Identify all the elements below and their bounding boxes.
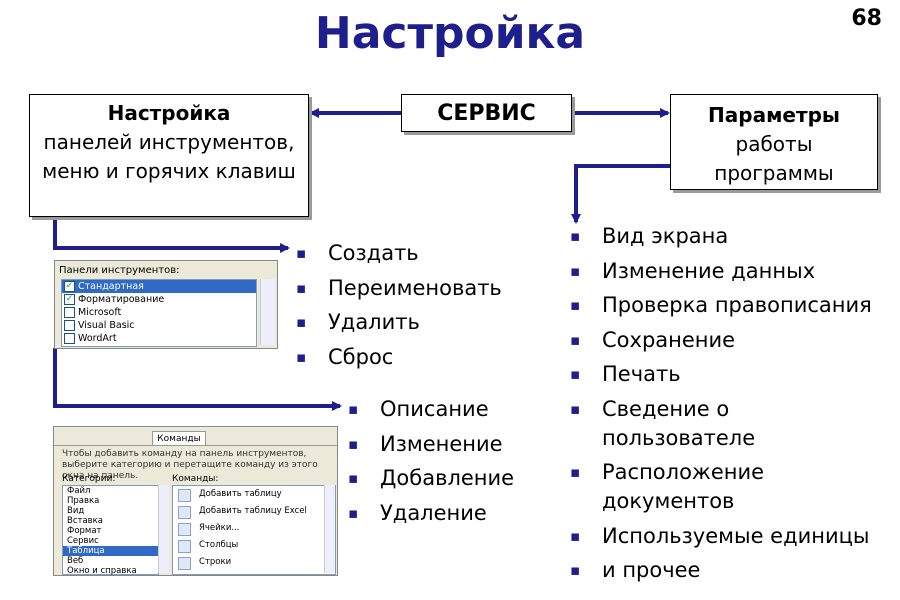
left-box-line1: Настройка (107, 101, 231, 125)
checkbox-checked-icon: ✓ (64, 281, 75, 292)
list-item: Строки (173, 554, 335, 571)
list-item: Формат (67, 526, 102, 536)
list-item: Добавить таблицу Excel (173, 503, 335, 520)
list-item: Вид (67, 506, 85, 516)
commands-label: Команды: (172, 474, 219, 484)
list-item: Изменение данных (568, 257, 888, 286)
checkbox-icon (64, 307, 75, 318)
list-item: Ячейки... (173, 520, 335, 537)
commands-description: Чтобы добавить команду на панель инструм… (62, 449, 318, 481)
list-item: и прочее (568, 556, 888, 585)
table-icon (178, 506, 191, 519)
toolbars-listbox: ✓Стандартная ✓Форматирование Microsoft V… (61, 279, 257, 347)
table-icon (178, 523, 191, 536)
list-item: Правка (67, 496, 100, 506)
right-box-line3: программы (714, 161, 834, 185)
right-box-line1: Параметры (708, 103, 840, 127)
table-icon (178, 489, 191, 502)
list-item: Проверка правописания (568, 291, 888, 320)
list-item: Visual Basic (62, 319, 256, 332)
list-item: WordArt (62, 332, 256, 345)
list-item: Сброс (294, 340, 502, 375)
toolbar-actions-list: Создать Переименовать Удалить Сброс (294, 236, 502, 374)
scrollbar (324, 485, 335, 573)
scrollbar (260, 279, 275, 345)
list-item: Таблица (63, 546, 158, 556)
list-item: Сведение о пользователе (568, 395, 755, 453)
commands-screenshot: Команды Чтобы добавить команду на панель… (53, 426, 338, 576)
commands-listbox: Добавить таблицу Добавить таблицу Excel … (172, 485, 336, 575)
list-item: Добавление (346, 461, 514, 496)
list-item: Удалить (294, 305, 502, 340)
list-item: Описание (346, 392, 514, 427)
list-item: ✓Форматирование (64, 294, 165, 305)
checkbox-icon (64, 320, 75, 331)
list-item: Удаление (346, 496, 514, 531)
list-item: Используемые единицы (568, 522, 888, 551)
list-item: Добавить таблицу (173, 486, 335, 503)
list-item: Сервис (67, 536, 99, 546)
page-number: 68 (851, 6, 882, 31)
list-item: Сохранение (568, 326, 888, 355)
list-item: Файл (67, 486, 91, 496)
tab-divider (54, 445, 337, 446)
arrow-to-toolbar-actions (53, 218, 290, 253)
tab-commands: Команды (152, 431, 206, 446)
list-item: Столбцы (173, 537, 335, 554)
page-title: Настройка (314, 8, 586, 59)
right-box-line2: работы (735, 132, 813, 156)
toolbar-settings-box: Настройка панелей инструментов, меню и г… (29, 94, 309, 217)
scrollbar (158, 485, 169, 573)
arrow-to-options (571, 164, 670, 224)
table-icon (178, 557, 191, 570)
checkbox-checked-icon: ✓ (64, 294, 75, 305)
categories-listbox: Файл Правка Вид Вставка Формат Сервис Та… (62, 485, 159, 575)
list-item: ✓Стандартная (62, 280, 256, 293)
program-options-list: Вид экрана Изменение данных Проверка пра… (568, 222, 888, 591)
service-menu-box: СЕРВИС (401, 94, 572, 132)
left-box-line3: меню и горячих клавиш (42, 159, 296, 183)
left-box-line2: панелей инструментов, (43, 130, 295, 154)
categories-label: Категории: (62, 474, 116, 484)
list-item: Веб (67, 556, 84, 566)
list-item: Вид экрана (568, 222, 888, 251)
toolbars-screenshot: Панели инструментов: ✓Стандартная ✓Форма… (54, 260, 278, 349)
table-icon (178, 540, 191, 553)
list-item: Microsoft (62, 306, 256, 319)
list-item: Окно и справка (67, 566, 137, 576)
list-item: Печать (568, 360, 888, 389)
command-actions-list: Описание Изменение Добавление Удаление (346, 392, 514, 530)
list-item: Вставка (67, 516, 104, 526)
list-item: Изменение (346, 427, 514, 462)
list-item: Переименовать (294, 271, 502, 306)
arrow-to-command-actions (53, 348, 342, 411)
checkbox-icon (64, 333, 75, 344)
toolbars-label: Панели инструментов: (59, 265, 180, 276)
list-item: Создать (294, 236, 502, 271)
program-options-box: Параметры работы программы (670, 94, 878, 190)
list-item: Расположение документов (568, 458, 772, 516)
